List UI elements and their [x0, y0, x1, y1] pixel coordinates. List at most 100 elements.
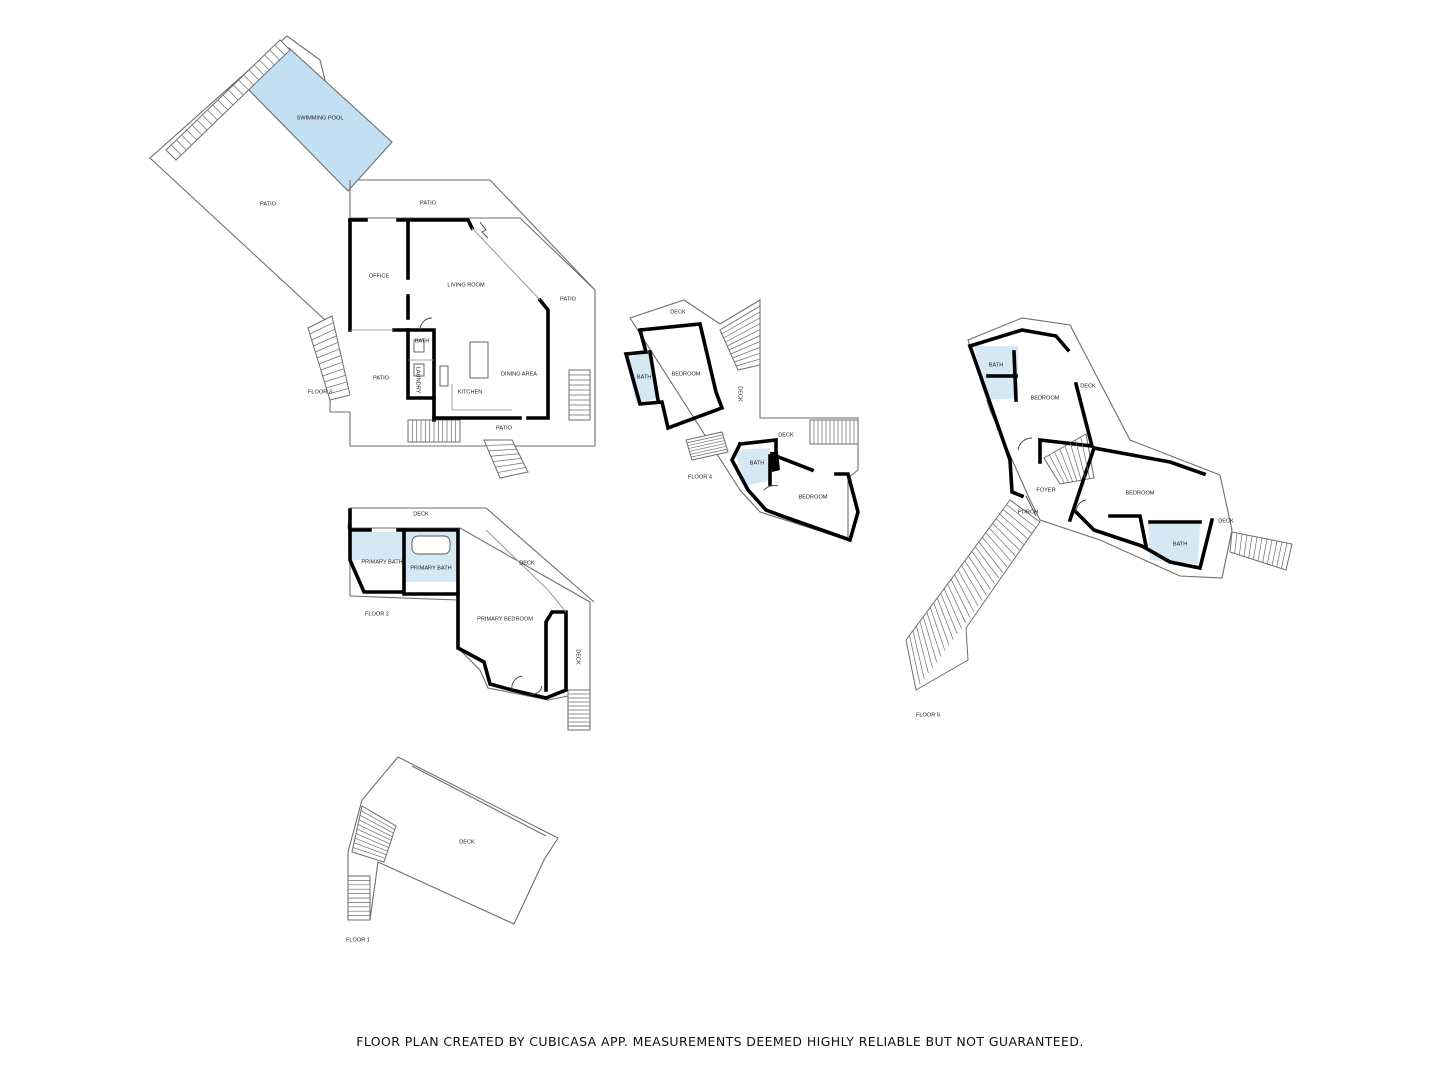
stairs-f5-e: [1229, 531, 1293, 571]
floor-3-plan: [149, 35, 596, 479]
room-laundry: LAUNDRY: [415, 367, 421, 394]
stair-tread: [968, 555, 991, 590]
stair-tread: [688, 440, 725, 449]
stair-tread: [995, 518, 1024, 545]
stair-tread: [947, 583, 966, 623]
stair-tread: [357, 824, 392, 841]
stair-tread: [734, 352, 761, 363]
stair-tread: [354, 837, 388, 852]
stair-tread: [320, 361, 343, 371]
stair-tread: [721, 311, 761, 335]
stair-tread: [919, 621, 933, 668]
stair-tread: [732, 346, 761, 359]
stair-tread: [1234, 532, 1238, 554]
stair-tread: [355, 833, 389, 848]
stair-tread: [274, 44, 286, 56]
stair-tread: [181, 134, 192, 146]
room-bath: BATH: [415, 338, 430, 344]
stair-tread: [191, 124, 203, 136]
stairs-f1-upper: [351, 805, 397, 863]
stair-tread: [1252, 536, 1258, 560]
stair-tread: [690, 445, 727, 455]
room-patio-west: PATIO: [373, 375, 390, 381]
room-deck-side-f2: DECK: [575, 649, 581, 665]
room-bath-b-f5: BATH: [1173, 541, 1188, 547]
room-deck-top-f4: DECK: [670, 309, 686, 315]
room-dining-area: DINING AREA: [501, 371, 537, 377]
room-deck-mid-f4: DECK: [778, 432, 794, 438]
stair-tread: [202, 114, 213, 126]
stair-tread: [730, 341, 761, 355]
stair-tread: [196, 119, 208, 131]
room-foyer-f5: FOYER: [1036, 487, 1055, 493]
stair-tread: [328, 388, 349, 395]
stair-tread: [691, 448, 728, 458]
stair-tread: [309, 322, 334, 335]
stairs-f4-ne: [719, 305, 761, 371]
stair-tread: [909, 635, 921, 685]
stair-tread: [1271, 540, 1278, 566]
room-deck-a-f5: DECK: [1080, 383, 1096, 389]
room-bath-a-f5: BATH: [989, 362, 1004, 368]
stair-tread: [1064, 445, 1078, 482]
floor-4-label: FLOOR 4: [688, 474, 712, 480]
stair-tread: [243, 74, 254, 86]
floor-2-plan: [347, 507, 595, 731]
stair-tread: [264, 54, 275, 66]
stair-tread: [318, 355, 342, 365]
stair-tread: [497, 467, 526, 473]
stair-tread: [359, 814, 394, 834]
room-kitchen: KITCHEN: [458, 389, 483, 395]
room-swimming-pool: SWIMMING POOL: [297, 115, 344, 121]
stair-tread: [313, 335, 337, 347]
stair-tread: [936, 597, 954, 640]
disclaimer-footer: FLOOR PLAN CREATED BY CUBICASA APP. MEAS…: [356, 1034, 1084, 1049]
room-porch-f5: PORCH: [1018, 509, 1038, 515]
stair-tread: [324, 374, 346, 383]
stair-tread: [1257, 537, 1263, 562]
room-deck-b-f5: DECK: [1218, 518, 1234, 524]
stair-tread: [985, 532, 1012, 562]
stair-tread: [727, 329, 761, 347]
stair-tread: [1080, 436, 1091, 479]
stair-tread: [723, 317, 761, 339]
stair-tread: [356, 828, 391, 845]
stair-tread: [926, 611, 942, 657]
room-deck-f1: DECK: [459, 839, 475, 845]
stair-tread: [486, 444, 515, 446]
stair-tread: [940, 593, 958, 635]
room-patio-right: PATIO: [560, 296, 577, 302]
room-patio-bottom: PATIO: [496, 425, 513, 431]
stairs-f5-long: [905, 499, 1041, 691]
stair-tread: [360, 810, 395, 830]
stair-tread: [176, 139, 187, 151]
stair-tread: [736, 358, 761, 367]
stair-tread: [269, 49, 280, 61]
room-bedroom-a-f5: BEDROOM: [1031, 395, 1060, 401]
room-bedroom-a-f4: BEDROOM: [672, 371, 701, 377]
room-primary-bath-b: PRIMARY BATH: [410, 565, 451, 571]
stair-tread: [227, 89, 239, 101]
room-primary-bath-a: PRIMARY BATH: [361, 559, 402, 565]
stair-tread: [687, 437, 724, 447]
stair-tread: [1248, 535, 1253, 559]
stair-tread: [217, 99, 229, 111]
floor-4-plan: [623, 299, 860, 543]
stair-tread: [725, 323, 761, 343]
stair-tread: [1238, 533, 1243, 556]
stair-tread: [1276, 541, 1283, 568]
stair-tread: [954, 574, 975, 612]
room-bedroom-b-f4: BEDROOM: [799, 494, 828, 500]
kitchen-island: [469, 341, 489, 379]
stair-tread: [971, 551, 995, 584]
stair-tread: [317, 348, 340, 359]
room-living-room: LIVING ROOM: [447, 282, 485, 288]
stair-tread: [259, 59, 270, 71]
stair-tread: [1054, 451, 1069, 483]
stair-tread: [1006, 504, 1037, 528]
stair-tread: [912, 630, 925, 679]
room-primary-bedroom: PRIMARY BEDROOM: [477, 616, 533, 622]
stair-tread: [212, 104, 223, 116]
stair-tread: [1069, 442, 1082, 481]
